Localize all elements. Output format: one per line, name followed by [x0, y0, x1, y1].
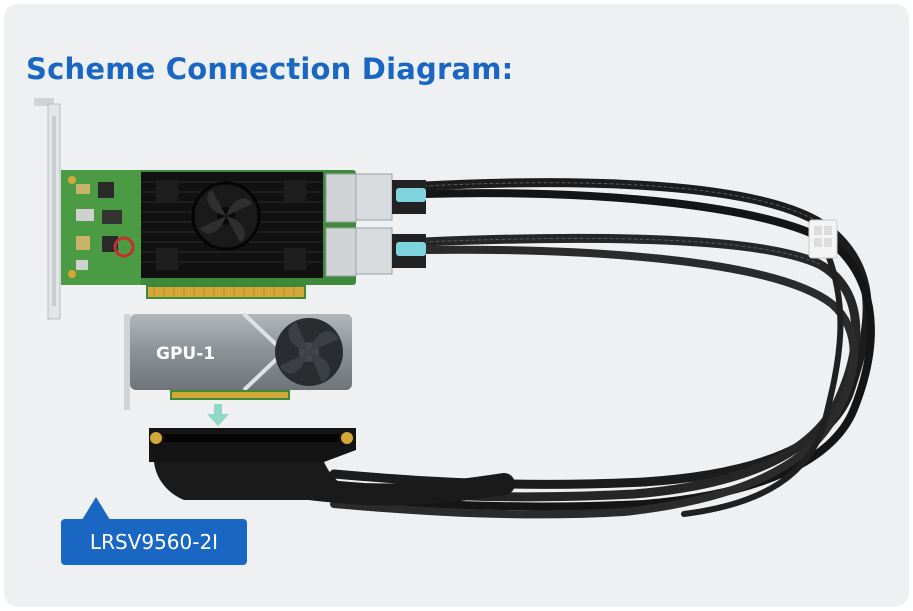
cable-connector-top — [355, 173, 426, 221]
cable-braid-line — [423, 182, 830, 230]
triangle-pointer-icon — [82, 497, 110, 520]
cable-strand — [330, 245, 858, 519]
connection-diagram-art — [34, 98, 875, 519]
gpu-card — [124, 312, 352, 410]
cable-connector-bottom — [355, 227, 426, 275]
cable-bundle — [173, 178, 875, 519]
cable-strand — [329, 233, 861, 502]
cable-strand — [330, 189, 875, 511]
product-label: LRSV9560-2I — [61, 519, 247, 565]
gpu-label: GPU-1 — [156, 344, 216, 364]
arrow-down-icon — [207, 404, 229, 426]
power-connector — [808, 219, 838, 259]
power-cable — [681, 231, 844, 517]
adapter-card — [61, 170, 357, 299]
fan-icon — [191, 181, 261, 251]
page-title: Scheme Connection Diagram: — [26, 52, 514, 86]
diagram-panel: Scheme Connection Diagram: — [4, 4, 909, 607]
pcie-bracket — [34, 98, 61, 320]
riser-slot — [149, 428, 384, 500]
cable-braid-line — [423, 237, 820, 265]
